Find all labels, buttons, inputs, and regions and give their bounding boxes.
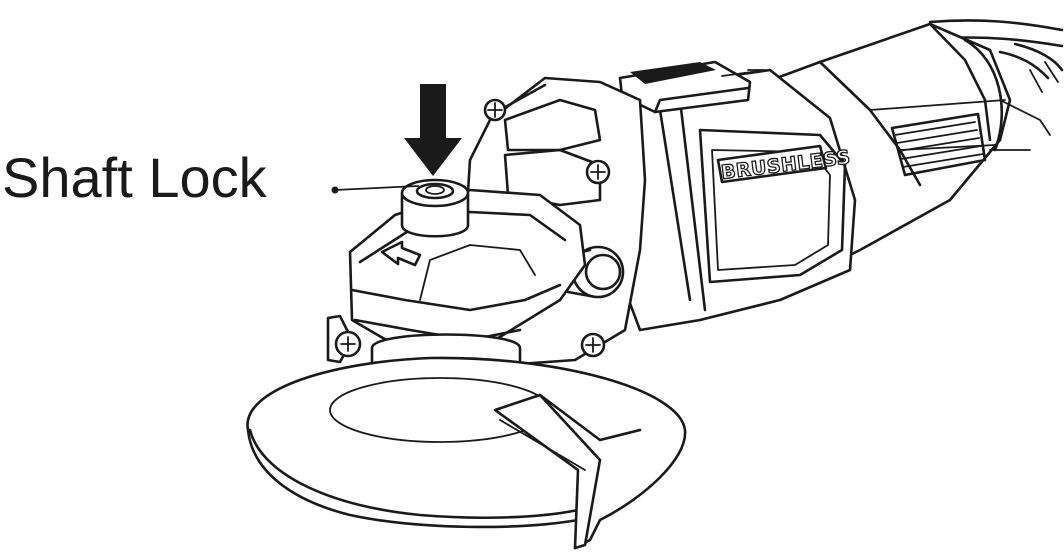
leader-line (331, 185, 419, 194)
housing-screw (585, 159, 611, 185)
power-switch (618, 60, 766, 114)
shaft-lock-button (400, 178, 470, 238)
vent-grille (890, 112, 987, 177)
housing-screw (483, 98, 507, 122)
shaft-lock-label: Shaft Lock (2, 146, 267, 209)
down-arrow-icon (404, 84, 462, 176)
left-arrow-icon (380, 240, 422, 267)
guard-clamp (326, 314, 362, 364)
wheel-guard (246, 356, 687, 550)
front-motor-section: BRUSHLESS (608, 68, 857, 332)
housing-screw (580, 332, 606, 358)
